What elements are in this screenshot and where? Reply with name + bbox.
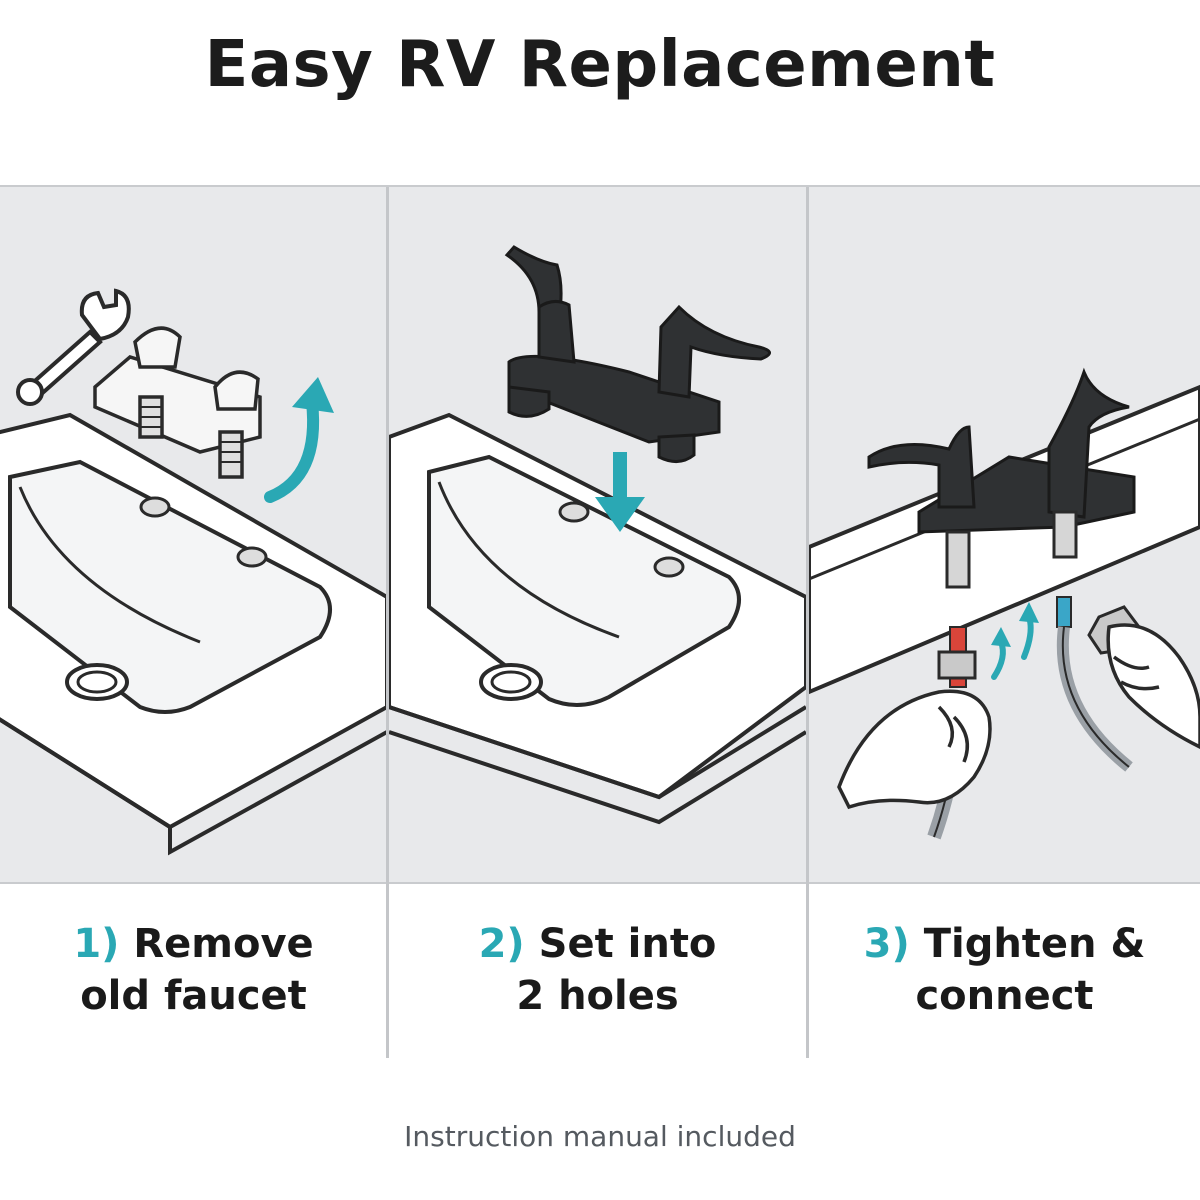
- step-1-illustration: [0, 187, 387, 882]
- left-hand: [837, 689, 992, 810]
- step-3-line1: Tighten &: [923, 921, 1146, 967]
- step-1-caption: 1) Remove old faucet: [0, 918, 387, 1022]
- panel-divider: [806, 187, 809, 882]
- remove-arrow-icon: [264, 377, 334, 503]
- step-3-number: 3): [863, 921, 910, 967]
- step-1-line2: old faucet: [80, 973, 307, 1019]
- step-2-number: 2): [478, 921, 525, 967]
- steps-illustration-strip: [0, 185, 1200, 884]
- sink: [0, 412, 387, 856]
- footer-note: Instruction manual included: [404, 1120, 796, 1153]
- step-3-illustration: [809, 187, 1200, 882]
- step-2-line1: Set into: [538, 921, 717, 967]
- step-3-caption: 3) Tighten & connect: [809, 918, 1200, 1022]
- step-3-line2: connect: [915, 973, 1094, 1019]
- old-faucet: [93, 326, 262, 479]
- page-title: Easy RV Replacement: [204, 28, 996, 102]
- insert-arrow-icon: [595, 452, 645, 532]
- sink: [389, 412, 806, 825]
- faucet-threads: [945, 510, 1078, 589]
- tighten-arrowheads: [991, 602, 1039, 647]
- caption-divider: [386, 880, 389, 1058]
- new-faucet: [504, 245, 771, 463]
- panel-divider: [386, 187, 389, 882]
- step-1-line1: Remove: [133, 921, 314, 967]
- step-2-caption: 2) Set into 2 holes: [389, 918, 806, 1022]
- wrench-icon: [16, 288, 131, 406]
- installed-faucet: [867, 367, 1136, 534]
- step-2-line2: 2 holes: [516, 973, 679, 1019]
- step-1-number: 1): [73, 921, 120, 967]
- step-2-illustration: [389, 187, 806, 882]
- tighten-arrows-icon: [991, 614, 1034, 680]
- caption-divider: [806, 880, 809, 1058]
- right-hand: [1106, 623, 1200, 749]
